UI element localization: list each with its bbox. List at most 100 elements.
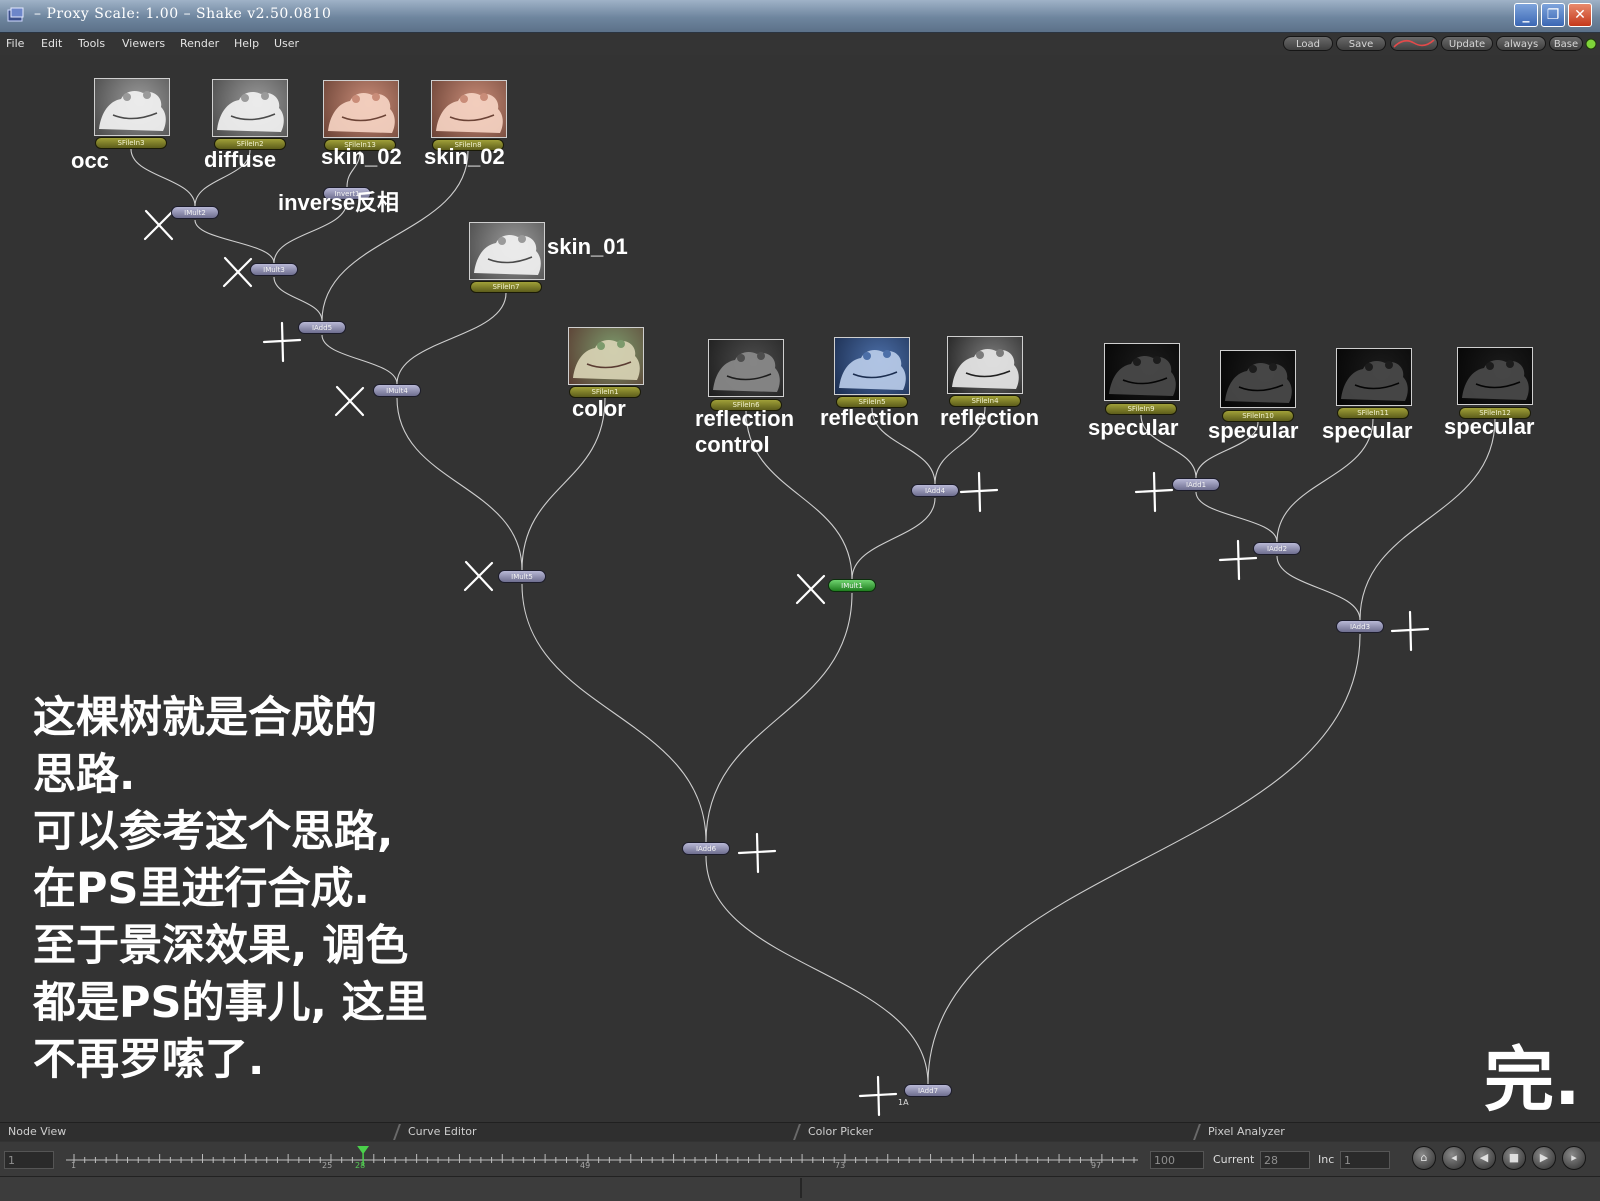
stop-icon: ■	[1508, 1151, 1520, 1164]
node-iadd2[interactable]: IAdd2	[1253, 542, 1301, 555]
restore-icon: ❐	[1546, 7, 1560, 23]
playhead-marker[interactable]	[357, 1146, 370, 1166]
multiply-mark-icon	[463, 560, 494, 592]
file-node-occ[interactable]: SFileIn3	[95, 137, 167, 149]
menu-viewers[interactable]: Viewers	[122, 37, 166, 50]
key-back-button[interactable]: ◂	[1442, 1146, 1466, 1170]
wire	[396, 292, 507, 385]
file-node-color[interactable]: SFileIn1	[569, 386, 641, 398]
stop-button[interactable]: ■	[1502, 1146, 1526, 1170]
file-node-specular-2[interactable]: SFileIn10	[1222, 410, 1294, 422]
annotation-note: 这棵树就是合成的 思路. 可以参考这个思路, 在PS里进行合成. 至于景深效果,…	[33, 690, 503, 1089]
menu-help[interactable]: Help	[234, 37, 260, 50]
label-specular-4: specular	[1444, 414, 1535, 439]
file-node-skin02-a[interactable]: SFileIn13	[324, 139, 396, 151]
node-invert1[interactable]: Invert1	[323, 187, 371, 200]
frog-render-icon	[573, 340, 640, 380]
frog-render-icon	[99, 91, 166, 131]
node-iadd3[interactable]: IAdd3	[1336, 620, 1384, 633]
thumbnail-color[interactable]	[568, 327, 644, 385]
menu-tools[interactable]: Tools	[78, 37, 106, 50]
thumbnail-specular-4[interactable]	[1457, 347, 1533, 405]
wire	[1359, 418, 1496, 621]
tick-label: 49	[580, 1161, 591, 1170]
thumbnail-skin02-b[interactable]	[431, 80, 507, 138]
frog-render-icon	[839, 350, 906, 390]
file-node-specular-1[interactable]: SFileIn9	[1105, 403, 1177, 415]
file-node-reflection-1[interactable]: SFileIn5	[836, 396, 908, 408]
tab-node-view[interactable]: Node View	[8, 1125, 67, 1138]
tab-color-picker[interactable]: Color Picker	[808, 1125, 873, 1138]
wire	[871, 407, 936, 485]
tick-label: 25	[322, 1161, 333, 1170]
file-node-specular-3[interactable]: SFileIn11	[1337, 407, 1409, 419]
thumbnail-reflection-control[interactable]	[708, 339, 784, 397]
thumbnail-specular-2[interactable]	[1220, 350, 1296, 408]
node-iadd1[interactable]: IAdd1	[1172, 478, 1220, 491]
key-forward-button[interactable]: ▸	[1562, 1146, 1586, 1170]
wire	[1195, 491, 1278, 543]
file-node-reflection-2[interactable]: SFileIn4	[949, 395, 1021, 407]
base-button[interactable]: Base	[1549, 36, 1583, 51]
node-imult1[interactable]: IMult1	[828, 579, 876, 592]
thumbnail-reflection-2[interactable]	[947, 336, 1023, 394]
frog-render-icon	[328, 93, 395, 133]
wire	[1276, 555, 1361, 621]
frog-render-icon	[1341, 361, 1408, 401]
close-button[interactable]: ✕	[1568, 3, 1592, 27]
timeline-end-field[interactable]: 100	[1150, 1151, 1204, 1169]
minimize-button[interactable]: _	[1514, 3, 1538, 27]
increment-field[interactable]: 1	[1340, 1151, 1390, 1169]
node-graph[interactable]	[0, 55, 1600, 1122]
window-title: – Proxy Scale: 1.00 – Shake v2.50.0810	[34, 6, 332, 22]
cache-curve-button[interactable]	[1390, 36, 1438, 51]
thumbnail-specular-3[interactable]	[1336, 348, 1412, 406]
menu-render[interactable]: Render	[180, 37, 220, 50]
label-diffuse: diffuse	[204, 147, 277, 172]
add-mark-icon	[1390, 610, 1430, 652]
current-label: Current	[1213, 1153, 1255, 1166]
title-bar: – Proxy Scale: 1.00 – Shake v2.50.0810 _…	[0, 0, 1600, 33]
tab-pixel-analyzer[interactable]: Pixel Analyzer	[1208, 1125, 1285, 1138]
file-node-skin01[interactable]: SFileIn7	[470, 281, 542, 293]
load-button[interactable]: Load	[1283, 36, 1333, 51]
node-iadd4[interactable]: IAdd4	[911, 484, 959, 497]
file-node-skin02-b[interactable]: SFileIn8	[432, 139, 504, 151]
menu-user[interactable]: User	[274, 37, 300, 50]
file-node-specular-4[interactable]: SFileIn12	[1459, 407, 1531, 419]
home-button[interactable]: ⌂	[1412, 1146, 1436, 1170]
thumbnail-skin01[interactable]	[469, 222, 545, 280]
thumbnail-reflection-1[interactable]	[834, 337, 910, 395]
frog-render-icon	[713, 352, 780, 392]
maximize-button[interactable]: ❐	[1541, 3, 1565, 27]
thumbnail-occ[interactable]	[94, 78, 170, 136]
node-iadd7[interactable]: IAdd7	[904, 1084, 952, 1097]
play-backward-button[interactable]: ◀	[1472, 1146, 1496, 1170]
update-button[interactable]: Update	[1441, 36, 1493, 51]
node-imult3[interactable]: IMult3	[250, 263, 298, 276]
update-mode-dropdown[interactable]: always	[1496, 36, 1546, 51]
thumbnail-specular-1[interactable]	[1104, 343, 1180, 401]
thumbnail-skin02-a[interactable]	[323, 80, 399, 138]
menu-file[interactable]: File	[6, 37, 25, 50]
current-frame-field[interactable]: 28	[1260, 1151, 1310, 1169]
timeline-start-field[interactable]: 1	[4, 1151, 54, 1169]
play-backward-icon: ◀	[1479, 1151, 1489, 1164]
tab-curve-editor[interactable]: Curve Editor	[408, 1125, 477, 1138]
play-forward-button[interactable]: ▶	[1532, 1146, 1556, 1170]
file-node-diffuse[interactable]: SFileIn2	[214, 138, 286, 150]
thumbnail-diffuse[interactable]	[212, 79, 288, 137]
node-iadd5[interactable]: IAdd5	[298, 321, 346, 334]
timeline-ruler[interactable]	[62, 1146, 1142, 1174]
node-imult4[interactable]: IMult4	[373, 384, 421, 397]
wire	[194, 219, 275, 264]
app-icon	[7, 7, 24, 22]
file-node-reflection-control[interactable]: SFileIn6	[710, 399, 782, 411]
wire	[745, 410, 853, 580]
save-button[interactable]: Save	[1336, 36, 1386, 51]
menu-edit[interactable]: Edit	[41, 37, 63, 50]
node-imult2[interactable]: IMult2	[171, 206, 219, 219]
label-skin02-a: skin_02	[321, 144, 402, 169]
node-iadd6[interactable]: IAdd6	[682, 842, 730, 855]
node-imult5[interactable]: IMult5	[498, 570, 546, 583]
